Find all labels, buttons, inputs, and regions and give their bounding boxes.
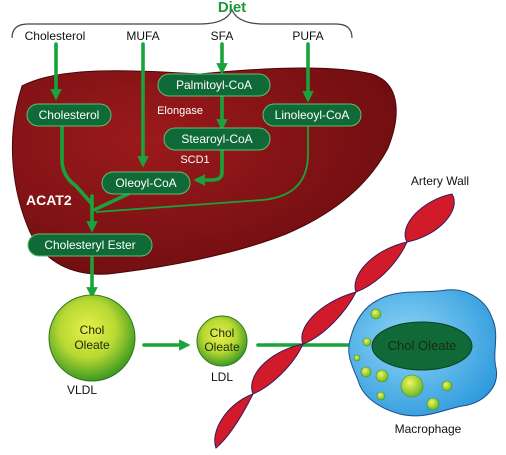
vldl-content-line2: Oleate <box>74 338 110 352</box>
macrophage-label: Macrophage <box>395 422 462 436</box>
pathway-arrows <box>50 42 367 351</box>
node-oleoyl-coa: Oleoyl-CoA <box>101 171 191 195</box>
node-stearoyl-coa-label: Stearoyl-CoA <box>181 132 252 146</box>
macrophage-nucleus <box>371 321 473 371</box>
diet-source-mufa: MUFA <box>126 29 159 43</box>
arrow-oleoyl-down <box>92 192 130 212</box>
node-stearoyl-coa: Stearoyl-CoA <box>163 127 271 151</box>
enzyme-scd1: SCD1 <box>180 154 209 166</box>
ldl-particle <box>196 315 248 367</box>
diet-bracket <box>11 8 353 39</box>
vldl-label: VLDL <box>67 383 97 397</box>
node-cholesteryl-ester-label: Cholesteryl Ester <box>44 238 135 252</box>
enzyme-acat2: ACAT2 <box>26 192 72 208</box>
arrow-cholesterol-down <box>60 124 94 206</box>
lipid-droplets <box>353 308 453 411</box>
ldl-label: LDL <box>211 370 233 384</box>
vldl-particle <box>48 294 136 382</box>
node-palmitoyl-coa: Palmitoyl-CoA <box>157 73 271 97</box>
node-linoleoyl-coa: Linoleoyl-CoA <box>262 103 362 127</box>
arrow-linoleoyl-thin <box>95 126 309 213</box>
diet-source-sfa: SFA <box>211 29 234 43</box>
artery-wall-label: Artery Wall <box>411 174 469 188</box>
node-cholesterol-label: Cholesterol <box>39 108 100 122</box>
ldl-content-line2: Oleate <box>204 340 240 354</box>
arrow-stearoyl-oleoyl <box>193 148 224 186</box>
node-palmitoyl-coa-label: Palmitoyl-CoA <box>176 78 252 92</box>
diet-source-pufa: PUFA <box>292 29 323 43</box>
node-linoleoyl-coa-label: Linoleoyl-CoA <box>275 108 350 122</box>
node-oleoyl-coa-label: Oleoyl-CoA <box>115 176 176 190</box>
diet-title: Diet <box>218 0 246 16</box>
vldl-content-line1: Chol <box>80 323 105 337</box>
macrophage-content: Chol Oleate <box>388 338 457 353</box>
enzyme-elongase: Elongase <box>157 105 203 117</box>
node-cholesterol: Cholesterol <box>26 103 112 127</box>
artery-wall <box>214 193 455 449</box>
diet-source-cholesterol: Cholesterol <box>25 29 86 43</box>
ldl-content-line1: Chol <box>210 326 235 340</box>
node-cholesteryl-ester: Cholesteryl Ester <box>27 233 153 257</box>
